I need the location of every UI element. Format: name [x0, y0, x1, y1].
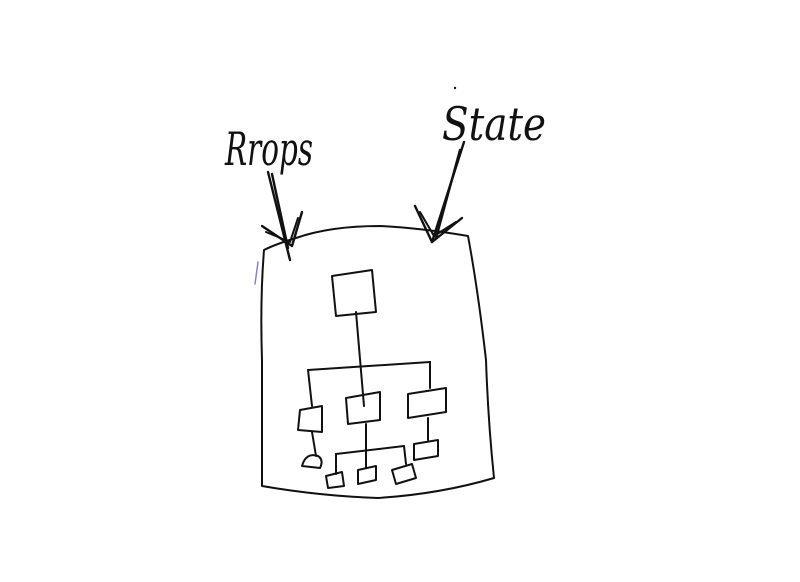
component-container	[260, 225, 495, 499]
tree-leaf-1	[325, 471, 345, 489]
tree-root-node	[331, 269, 377, 317]
tree-trunk	[355, 311, 365, 407]
state-label: State	[442, 97, 546, 151]
tree-leaf-2	[357, 465, 377, 485]
tree-child-left	[297, 405, 323, 433]
props-arrow	[260, 170, 304, 262]
tree-leaf-3	[391, 463, 417, 485]
tree-branch-level1	[307, 361, 431, 371]
state-arrow	[413, 140, 466, 244]
tree-child-middle	[345, 391, 381, 425]
stray-mark	[254, 261, 259, 285]
state-label-dot	[453, 86, 457, 90]
tree-child-right	[407, 387, 447, 419]
props-label: Rrops	[224, 122, 313, 176]
tree-diagram	[297, 269, 447, 489]
tree-leaf-left	[301, 454, 323, 469]
tree-leaf-right	[413, 439, 439, 461]
